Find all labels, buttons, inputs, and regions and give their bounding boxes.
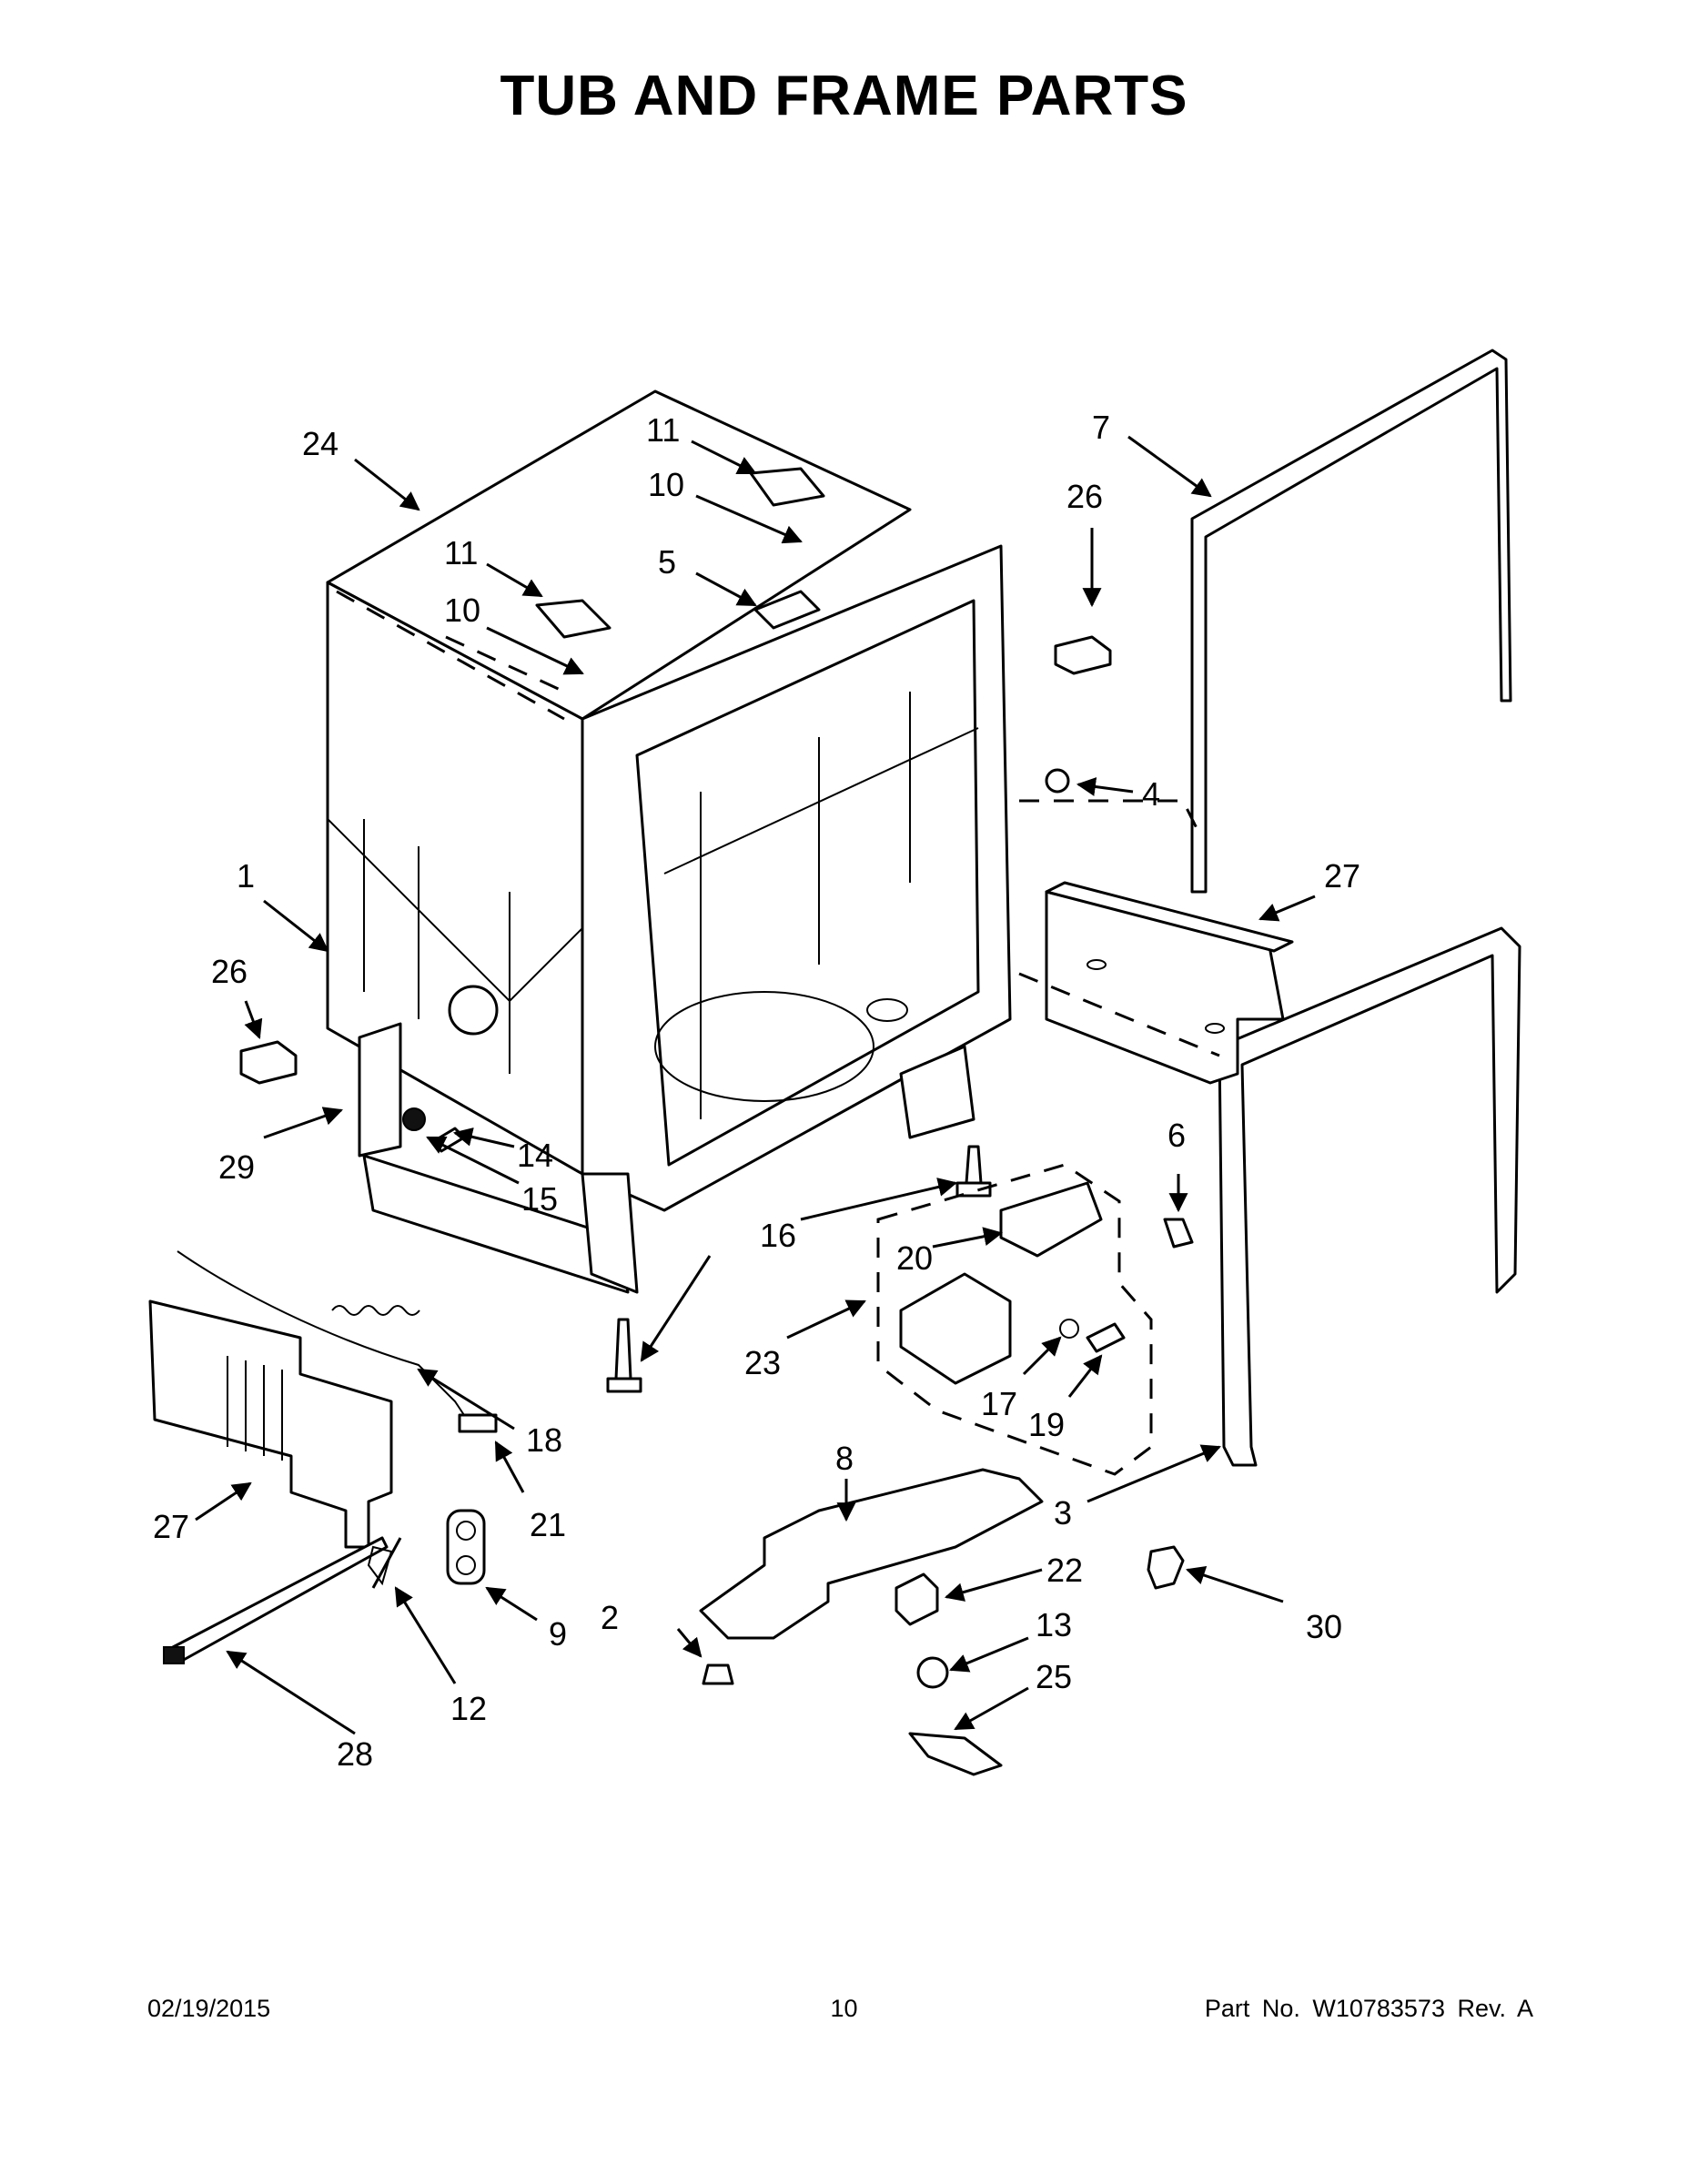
door-gasket [1190,349,1512,894]
bracket-assembly-23-outline [876,1163,1153,1476]
callout-18: 18 [526,1421,562,1459]
wheel-15 [402,1107,426,1131]
callout-11: 11 [444,534,478,571]
callout-12: 12 [450,1690,487,1727]
callout-15: 15 [521,1180,558,1218]
screw-12 [367,1537,402,1589]
spring-18 [331,1305,420,1316]
footer-page-number: 10 [830,1995,858,2022]
footer-part-number: Part No. W10783573 Rev. A [1204,1995,1533,2022]
callout-27-left: 27 [153,1508,189,1545]
callout-6: 6 [1167,1117,1186,1154]
shield-8 [699,1468,1044,1640]
plug-4 [1045,768,1070,794]
callout-11-top: 11 [646,411,680,449]
insulation-pad-right [1045,890,1285,1085]
callout-29: 29 [218,1148,255,1186]
screw-6 [1163,1218,1194,1249]
bottom-gasket [1218,926,1521,1467]
clip-26-left [239,1040,298,1085]
callout-21: 21 [530,1506,566,1543]
callout-17: 17 [981,1385,1017,1422]
clip-26-right [1054,635,1112,675]
callout-2: 2 [601,1599,619,1636]
callout-30: 30 [1306,1608,1342,1645]
callout-10: 10 [444,592,480,629]
callout-8: 8 [835,1440,854,1477]
callout-26-right: 26 [1066,478,1103,515]
callout-20: 20 [896,1239,933,1277]
callout-1: 1 [237,857,255,895]
callout-25: 25 [1036,1658,1072,1695]
callout-13: 13 [1036,1606,1072,1643]
callout-10-top: 10 [648,466,684,503]
clip-22 [895,1572,939,1626]
callout-14: 14 [517,1137,553,1174]
callout-3: 3 [1054,1494,1072,1532]
callout-9: 9 [549,1615,567,1653]
page-title: TUB AND FRAME PARTS [500,65,1188,127]
callout-28: 28 [337,1735,373,1773]
sensor-13 [916,1656,949,1689]
callout-16: 16 [760,1217,796,1254]
callout-26-left: 26 [211,953,248,990]
footer-date: 02/19/2015 [147,1995,271,2022]
callout-4: 4 [1142,775,1160,813]
callout-22: 22 [1046,1552,1083,1589]
callout-labels: 24 11 10 11 10 5 7 26 4 27 1 26 29 14 15… [153,409,1360,1773]
callout-24: 24 [302,425,339,462]
tub-assembly [326,389,1012,1294]
wire-21 [177,1250,474,1430]
leveling-leg-16 [606,1145,992,1393]
bracket-23 [899,1272,1012,1385]
clip-30 [1147,1545,1185,1590]
callout-5: 5 [658,543,676,581]
cable-tie [171,1536,389,1663]
callout-7: 7 [1092,409,1110,446]
screw-19 [1086,1322,1126,1353]
callout-23: 23 [744,1344,781,1381]
leader-lines [195,435,1316,1735]
callout-19: 19 [1028,1406,1065,1443]
bracket-20 [999,1181,1103,1258]
bracket-25 [908,1732,1003,1776]
grommet-9 [446,1509,486,1585]
foot-2 [702,1663,734,1685]
callout-27-right: 27 [1324,857,1360,895]
